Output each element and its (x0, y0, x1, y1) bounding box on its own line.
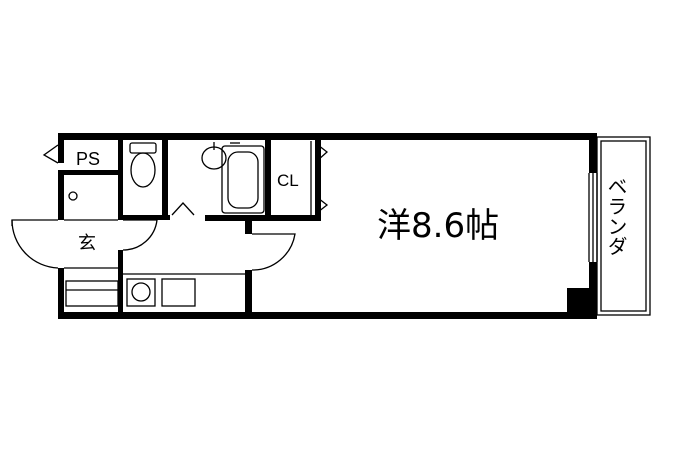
closet-label: CL (277, 171, 299, 190)
closet-door-icon (317, 144, 329, 161)
kitchen-sink-icon (161, 278, 196, 307)
meter-icon (68, 191, 78, 201)
outer-walls (58, 133, 597, 319)
door-swing-icon (122, 219, 158, 251)
balcony-outline (596, 136, 651, 316)
ps-door-icon (42, 144, 59, 164)
washbasin-icon (201, 142, 227, 170)
pipe-space-label: PS (76, 149, 100, 169)
toilet-icon (129, 142, 157, 188)
entrance-label: 玄 (78, 233, 96, 254)
room-labels: PS CL 玄 洋8.6帖 ベランダ (76, 149, 628, 256)
balcony-label: ベランダ (604, 176, 628, 256)
shoe-box (65, 280, 119, 307)
stove-icon (126, 278, 156, 307)
interior-walls (58, 133, 589, 319)
bathtub-icon (221, 142, 265, 214)
western-room-label: 洋8.6帖 (377, 206, 499, 246)
sliding-window-icon (588, 173, 598, 262)
closet-door-icon (317, 197, 329, 213)
door-swing-icon (11, 219, 59, 269)
column-icon (567, 288, 589, 312)
bath-door-icon (171, 202, 195, 216)
door-swing-icon (251, 233, 296, 271)
fixtures (11, 136, 651, 316)
kitchen-counter (123, 273, 245, 307)
